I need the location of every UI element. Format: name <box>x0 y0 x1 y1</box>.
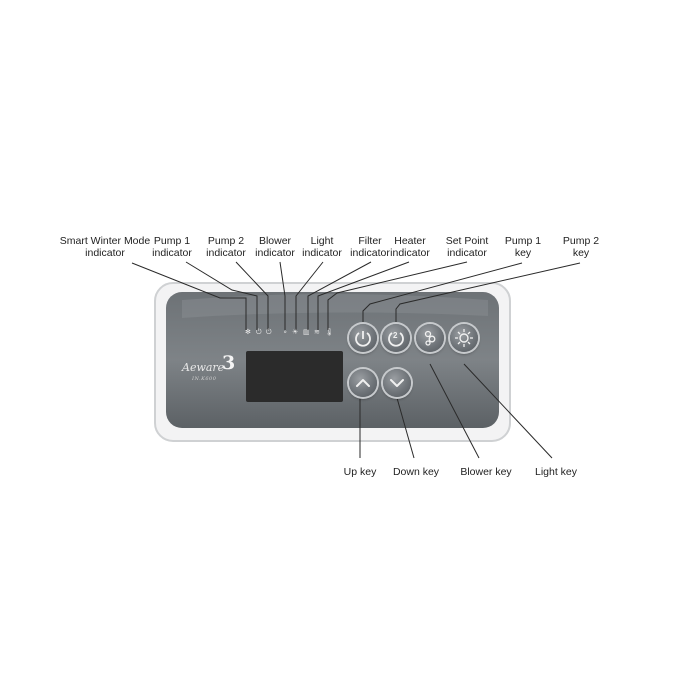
pump-2-key[interactable]: 2 <box>382 324 410 352</box>
label-line: Pump 1 <box>153 235 191 247</box>
label-pump-1-indicator: Pump 1 indicator <box>145 235 199 259</box>
label-line: Pump 2 <box>207 235 245 247</box>
label-line: indicator <box>350 247 390 259</box>
label-pump-2-indicator: Pump 2 indicator <box>199 235 253 259</box>
label-pump-2-key: Pump 2 key <box>556 235 606 259</box>
snowflake-icon: ✻ <box>245 328 251 336</box>
label-set-point-indicator: Set Point indicator <box>438 235 496 259</box>
label-line: Pump 2 <box>562 235 600 247</box>
leader-heater-ind <box>317 261 410 330</box>
label-line: Pump 1 <box>504 235 542 247</box>
brand-logo: Aeware 3 IN.K600 <box>182 352 238 383</box>
label-heater-indicator: Heater indicator <box>383 235 437 259</box>
leader-pump1-key <box>362 262 523 328</box>
label-line: indicator <box>85 247 125 259</box>
label-pump-1-key: Pump 1 key <box>498 235 548 259</box>
logo-subtitle: IN.K600 <box>192 376 217 382</box>
leader-setpoint-ind <box>327 261 468 330</box>
power-2-icon: 2 <box>388 331 404 347</box>
logo-number: 3 <box>222 352 236 374</box>
leader-down-key <box>396 397 415 459</box>
bubbles-icon <box>424 330 436 346</box>
leader-filter-ind <box>307 261 372 330</box>
leader-pump2-key <box>395 262 581 328</box>
pump-1-key[interactable] <box>349 324 377 352</box>
light-icon: ☀ <box>292 328 298 336</box>
leader-pump1-ind <box>185 261 258 330</box>
label-line: indicator <box>255 247 295 259</box>
label-line: key <box>514 247 532 259</box>
leader-lines-top <box>131 261 581 330</box>
thermometer-icon: 🌡︎ <box>325 328 334 336</box>
label-line: Heater <box>394 235 426 247</box>
up-key[interactable] <box>349 369 377 397</box>
label-line: indicator <box>390 247 430 259</box>
label-light-key: Light key <box>534 466 578 478</box>
heater-icon: ≋ <box>314 328 320 336</box>
label-line: Light <box>310 235 334 247</box>
pump-2-icon: ⏻ <box>266 328 272 336</box>
lcd-display <box>246 351 343 402</box>
label-up-key: Up key <box>343 466 377 478</box>
label-down-key: Down key <box>392 466 440 478</box>
label-line: Blower <box>258 235 292 247</box>
indicator-row: ✻ ⏻ ⏻ ∘ ☀ ▥ ≋ 🌡︎ <box>245 328 334 336</box>
chevron-down-icon <box>390 379 404 387</box>
label-line: indicator <box>152 247 192 259</box>
label-line: indicator <box>206 247 246 259</box>
label-line: key <box>572 247 590 259</box>
pump-1-icon: ⏻ <box>256 328 262 336</box>
filter-icon: ▥ <box>303 328 310 336</box>
label-smart-winter-mode: Smart Winter Mode indicator <box>40 235 170 259</box>
light-key[interactable] <box>450 324 478 352</box>
label-line: Filter <box>358 235 382 247</box>
label-filter-indicator: Filter indicator <box>343 235 397 259</box>
leader-light-key <box>463 363 553 459</box>
leader-smart-winter <box>131 262 247 330</box>
leader-blower-key <box>429 363 480 459</box>
label-line: indicator <box>447 247 487 259</box>
label-line: indicator <box>302 247 342 259</box>
label-line: Set Point <box>445 235 489 247</box>
leader-lines-bottom <box>359 363 553 459</box>
down-key[interactable] <box>383 369 411 397</box>
logo-wordmark: Aeware <box>182 361 225 374</box>
leader-pump2-ind <box>235 261 269 330</box>
label-light-indicator: Light indicator <box>295 235 349 259</box>
label-blower-key: Blower key <box>460 466 512 478</box>
sun-icon <box>455 329 473 347</box>
blower-key[interactable] <box>416 324 444 352</box>
leader-blower-ind <box>279 261 286 330</box>
label-blower-indicator: Blower indicator <box>248 235 302 259</box>
label-line: Smart Winter Mode <box>59 235 151 247</box>
chevron-up-icon <box>356 379 370 387</box>
leader-light-ind <box>295 261 324 330</box>
svg-text:2: 2 <box>393 331 398 340</box>
blower-icon: ∘ <box>283 328 287 336</box>
power-1-icon <box>355 331 371 347</box>
